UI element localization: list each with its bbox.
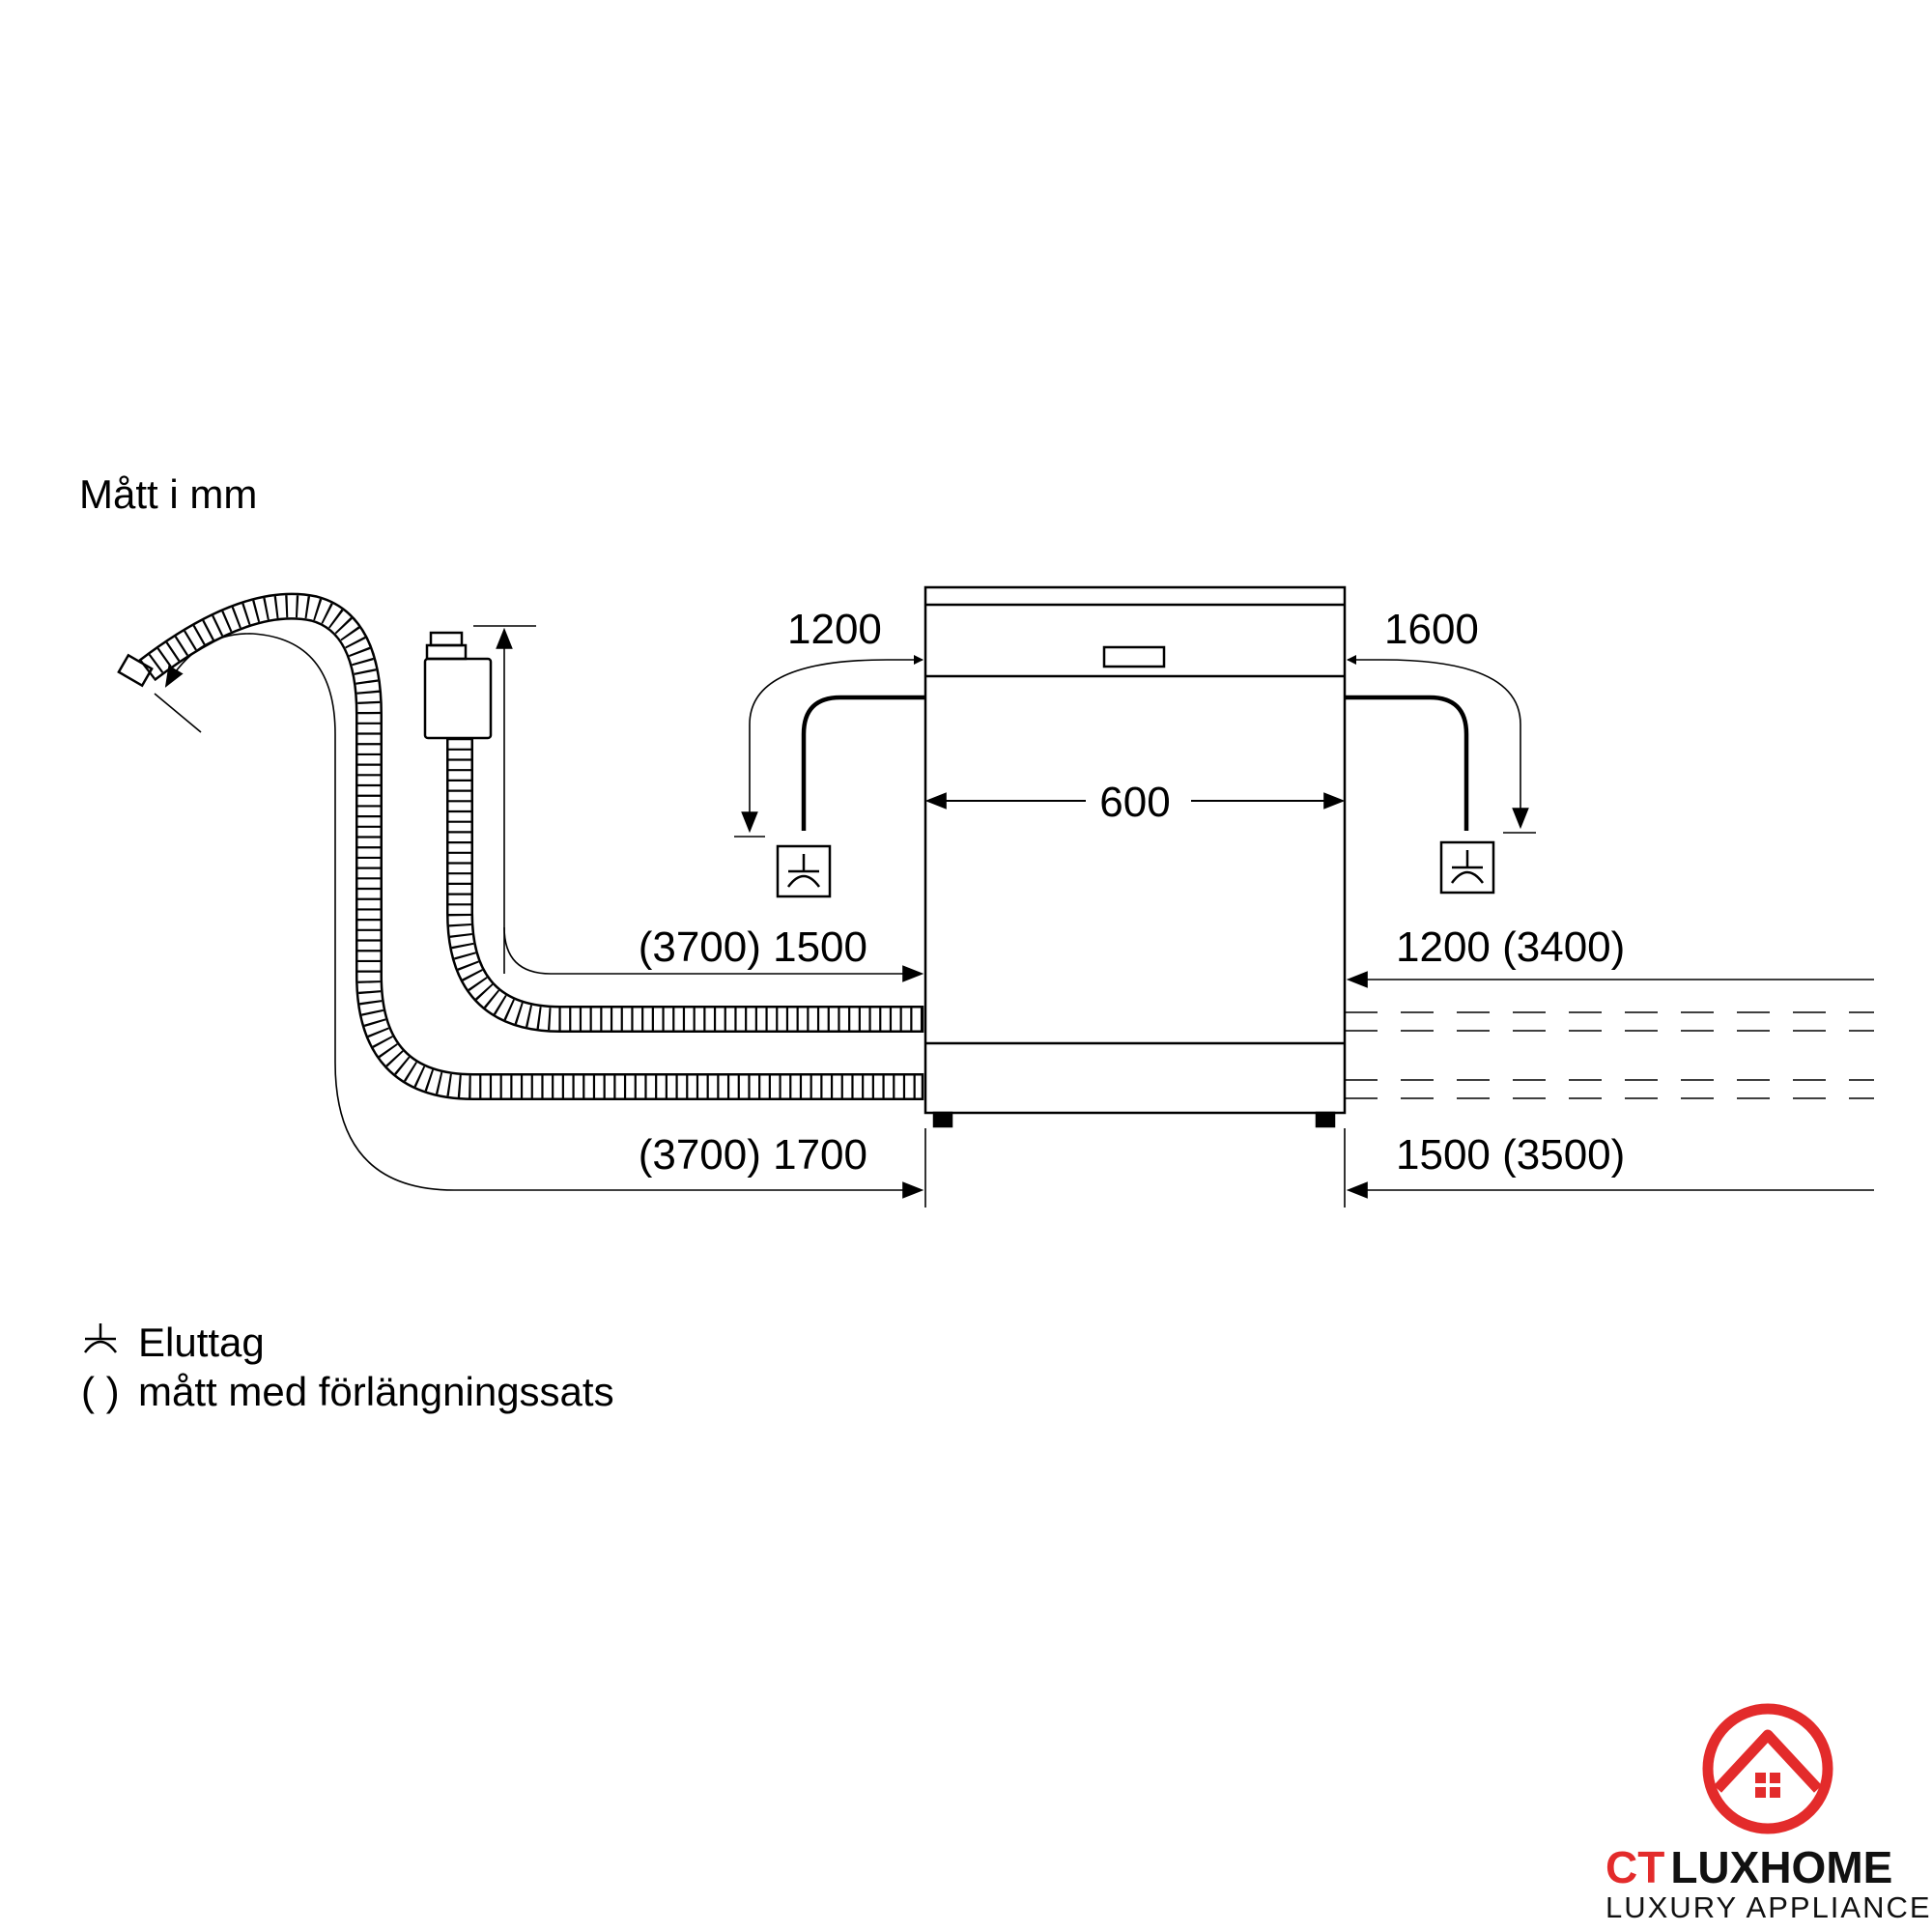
legend-parens-label: mått med förlängningssats <box>138 1369 614 1414</box>
house-logo-icon <box>1702 1703 1833 1834</box>
hose-icon <box>117 592 924 1100</box>
door-handle <box>1102 645 1166 668</box>
dim-width: 600 <box>1099 779 1170 826</box>
socket-icon <box>1439 840 1495 895</box>
dim-right-bottom: 1500 (3500) <box>1396 1131 1625 1179</box>
foot-left <box>932 1111 953 1128</box>
inlet-dimension <box>473 625 924 982</box>
cord-dimension-left <box>734 655 923 838</box>
right-hoses <box>1345 971 1874 1199</box>
water-tap-icon <box>423 631 493 740</box>
dim-left-top: 1200 <box>787 606 882 653</box>
dim-right-top: 1600 <box>1384 606 1479 653</box>
socket-icon <box>83 1323 118 1353</box>
socket-icon <box>776 844 832 898</box>
dim-right-mid: 1200 (3400) <box>1396 923 1625 971</box>
power-cord-right <box>1345 695 1469 831</box>
logo-name-ct: CT <box>1605 1842 1664 1892</box>
extension-lines <box>924 1128 1346 1208</box>
dishwasher-body <box>923 585 1347 1115</box>
logo-tagline: LUXURY APPLIANCES <box>1605 1890 1932 1924</box>
legend: Eluttag ( ) mått med förlängningssats <box>81 1320 614 1414</box>
foot-right <box>1315 1111 1336 1128</box>
dim-left-mid: (3700) 1500 <box>639 923 867 971</box>
dim-left-bottom: (3700) 1700 <box>639 1131 867 1179</box>
drain-dimension <box>154 633 924 1199</box>
legend-socket-label: Eluttag <box>138 1320 265 1365</box>
cord-dimension-right <box>1347 655 1536 834</box>
power-cord-left <box>801 695 925 831</box>
legend-parens-symbol: ( ) <box>81 1369 120 1414</box>
dishwasher <box>923 585 1347 1128</box>
hose-icon <box>446 738 924 1033</box>
logo-name-lux: LUXHOME <box>1670 1842 1892 1892</box>
units-title: Mått i mm <box>79 471 257 517</box>
